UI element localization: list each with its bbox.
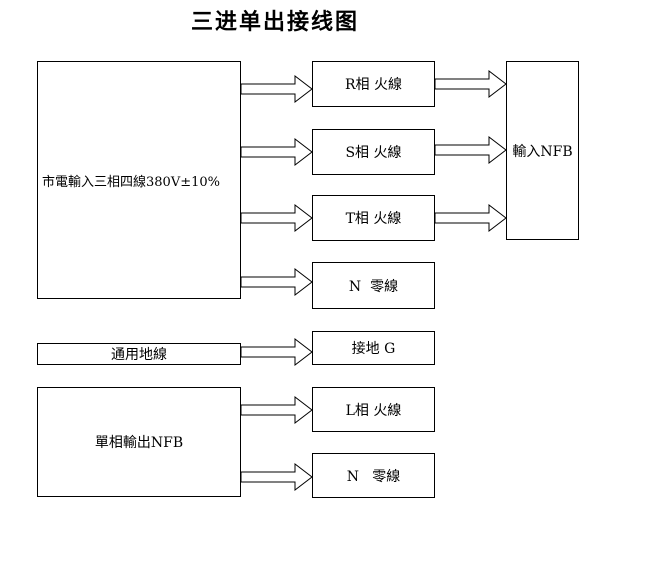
arrow-ground-to-g [241,338,313,366]
terminal-l-phase: L相 火線 [312,387,435,432]
arrow-s-to-nfb [435,136,507,164]
arrow-mains-to-s [241,138,313,166]
input-nfb-label: 輸入NFB [512,143,573,160]
common-ground-box: 通用地線 [37,343,241,365]
terminal-ground-g: 接地 G [312,331,435,365]
page-title: 三进单出接线图 [190,9,359,35]
terminal-n-neutral-top: N 零線 [312,262,435,309]
terminal-n-neutral-bottom-label: N 零線 [346,468,401,485]
arrow-mains-to-n [241,268,313,296]
mains-input-label: 市電輸入三相四線380V±10% [42,174,220,190]
terminal-s-phase-label: S相 火線 [345,145,402,161]
terminal-n-neutral-bottom: N 零線 [312,453,435,498]
arrow-mains-to-r [241,75,313,103]
terminal-n-neutral-top-label: N 零線 [348,278,399,295]
terminal-l-phase-label: L相 火線 [345,402,402,419]
terminal-r-phase-label: R相 火線 [345,77,402,93]
terminal-ground-g-label: 接地 G [351,341,396,357]
terminal-t-phase-label: T相 火線 [345,211,402,227]
single-phase-output-label: 單相輸出NFB [94,435,184,451]
arrow-mains-to-t [241,204,313,232]
arrow-t-to-nfb [435,204,507,232]
mains-input-box: 市電輸入三相四線380V±10% [37,61,241,299]
terminal-t-phase: T相 火線 [312,195,435,241]
terminal-r-phase: R相 火線 [312,61,435,107]
arrow-output-to-l [241,396,313,424]
arrow-r-to-nfb [435,70,507,98]
arrow-output-to-n [241,463,313,491]
input-nfb-box: 輸入NFB [506,61,579,240]
common-ground-label: 通用地線 [111,347,167,363]
single-phase-output-box: 單相輸出NFB [37,387,241,497]
terminal-s-phase: S相 火線 [312,129,435,175]
